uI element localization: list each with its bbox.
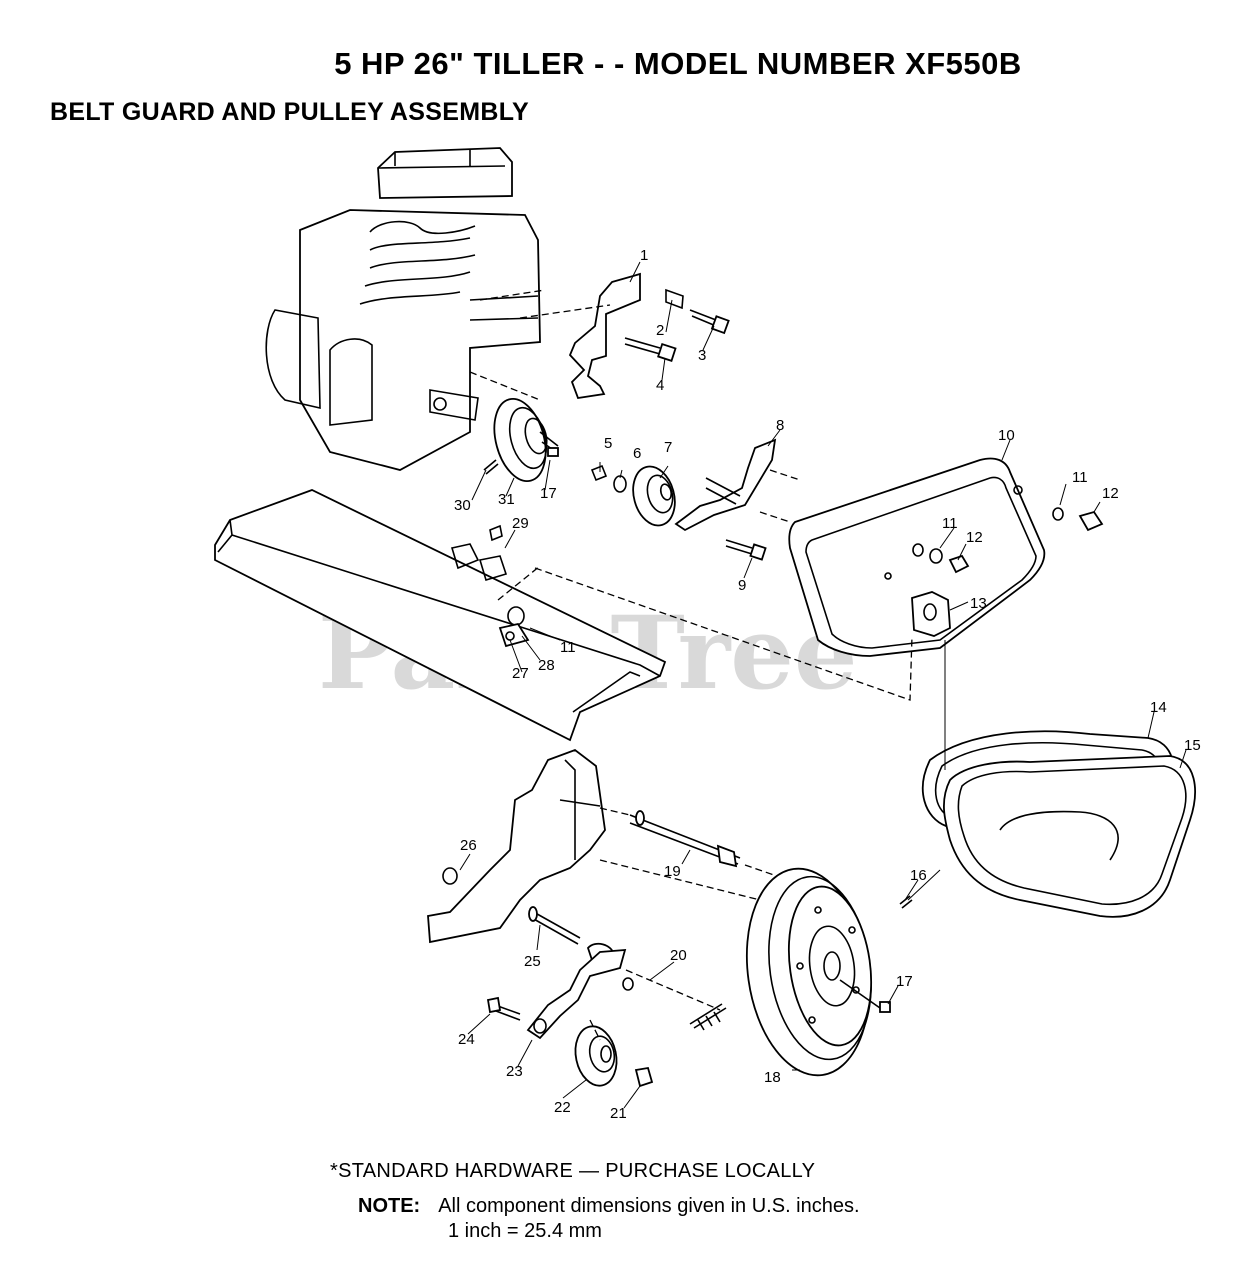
callout-11c: 11 — [560, 639, 576, 656]
diagram-subtitle: BELT GUARD AND PULLEY ASSEMBLY — [50, 98, 529, 126]
callout-18: 18 — [764, 1069, 781, 1086]
callout-6: 6 — [633, 445, 641, 462]
part-engine-pulley-31 — [483, 398, 559, 482]
part-main-pulley-18 — [599, 859, 941, 1077]
callout-24: 24 — [458, 1031, 475, 1048]
part-belt-guard-10 — [759, 457, 1104, 657]
note-text: All component dimensions given in U.S. i… — [438, 1195, 860, 1217]
callout-16: 16 — [910, 867, 927, 884]
callout-19: 19 — [664, 863, 681, 880]
callout-7: 7 — [664, 439, 672, 456]
callout-8: 8 — [776, 417, 784, 434]
callout-23: 23 — [506, 1063, 523, 1080]
part-shaft-19 — [599, 807, 801, 885]
callout-20: 20 — [670, 947, 687, 964]
callout-14: 14 — [1150, 699, 1167, 716]
note-label: NOTE: — [358, 1195, 421, 1217]
callout-2: 2 — [656, 322, 664, 339]
callout-28: 28 — [538, 657, 555, 674]
callout-5: 5 — [604, 435, 612, 452]
part-belts-14-15 — [921, 640, 1196, 918]
callout-13: 13 — [970, 595, 987, 612]
note-line: NOTE: All component dimensions given in U… — [358, 1195, 860, 1218]
callouts: 1 2 3 4 5 6 7 8 9 10 11 12 11 12 13 11 2… — [454, 247, 1201, 1122]
callout-30: 30 — [454, 497, 471, 514]
engine — [265, 147, 546, 471]
part-bracket-1 — [519, 272, 730, 400]
callout-4: 4 — [656, 377, 664, 394]
callout-11a: 11 — [1072, 469, 1088, 486]
part-idler-7 — [590, 438, 777, 561]
note-conversion: 1 inch = 25.4 mm — [448, 1220, 602, 1242]
callout-12a: 12 — [1102, 485, 1119, 502]
callout-17b: 17 — [896, 973, 913, 990]
callout-10: 10 — [998, 427, 1015, 444]
callout-27: 27 — [512, 665, 529, 682]
callout-12b: 12 — [966, 529, 983, 546]
callout-26: 26 — [460, 837, 477, 854]
callout-29: 29 — [512, 515, 529, 532]
part-idler-assembly — [486, 906, 727, 1088]
hardware-note: *STANDARD HARDWARE — PURCHASE LOCALLY — [330, 1160, 816, 1182]
callout-17a: 17 — [540, 485, 557, 502]
callout-11b: 11 — [942, 515, 958, 532]
diagram-title: 5 HP 26" TILLER - - MODEL NUMBER XF550B — [334, 46, 1022, 81]
part-frame-arm — [427, 748, 606, 944]
leader-lines — [459, 261, 1187, 1109]
callout-22: 22 — [554, 1099, 571, 1116]
callout-3: 3 — [698, 347, 706, 364]
callout-1: 1 — [640, 247, 648, 264]
callout-15: 15 — [1184, 737, 1201, 754]
callout-9: 9 — [738, 577, 746, 594]
part-shield-panel — [214, 489, 913, 742]
callout-31: 31 — [498, 491, 515, 508]
callout-21: 21 — [610, 1105, 627, 1122]
callout-25: 25 — [524, 953, 541, 970]
